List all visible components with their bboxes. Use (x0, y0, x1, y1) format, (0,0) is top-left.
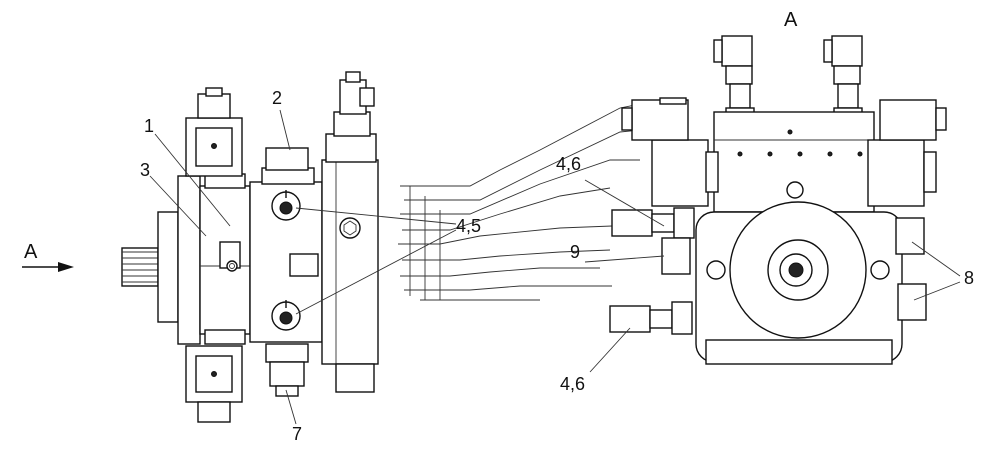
port-fitting-upper-left (611, 207, 695, 239)
callout-4-6-top: 4,6 (556, 154, 581, 174)
mounting-flange (157, 211, 179, 323)
port-fitting-lower-left (609, 301, 693, 335)
callout-7: 7 (292, 424, 302, 444)
control-valve-block (249, 147, 323, 397)
view-a-title: A (784, 9, 798, 31)
callout-9: 9 (570, 242, 580, 262)
callout-4-6-bottom: 4,6 (560, 374, 585, 394)
callout-4-5: 4,5 (456, 216, 481, 236)
leader-lines (149, 109, 961, 425)
directional-valve-side (321, 71, 379, 393)
view-arrow-label: A (24, 241, 38, 263)
callout-3: 3 (140, 160, 150, 180)
projection-guide-lines (398, 99, 661, 301)
top-connector-right (823, 35, 863, 117)
pump-body (199, 173, 251, 345)
solenoid-coil-bottom (185, 345, 243, 423)
side-fitting-upper-right (895, 217, 925, 255)
solenoid-coil-top (185, 87, 243, 177)
side-view-assembly (22, 71, 379, 423)
top-connector-left (713, 35, 755, 117)
callout-1: 1 (144, 116, 154, 136)
pump-housing-front (695, 111, 903, 365)
callout-8: 8 (964, 268, 974, 288)
solenoid-valve-right (867, 99, 947, 207)
drive-shaft (121, 247, 159, 287)
view-arrow (22, 262, 74, 272)
callout-2: 2 (272, 88, 282, 108)
front-view-assembly (609, 35, 947, 365)
solenoid-valve-left (621, 97, 719, 207)
side-fitting-lower-right (897, 283, 927, 321)
plug-port (661, 237, 691, 275)
